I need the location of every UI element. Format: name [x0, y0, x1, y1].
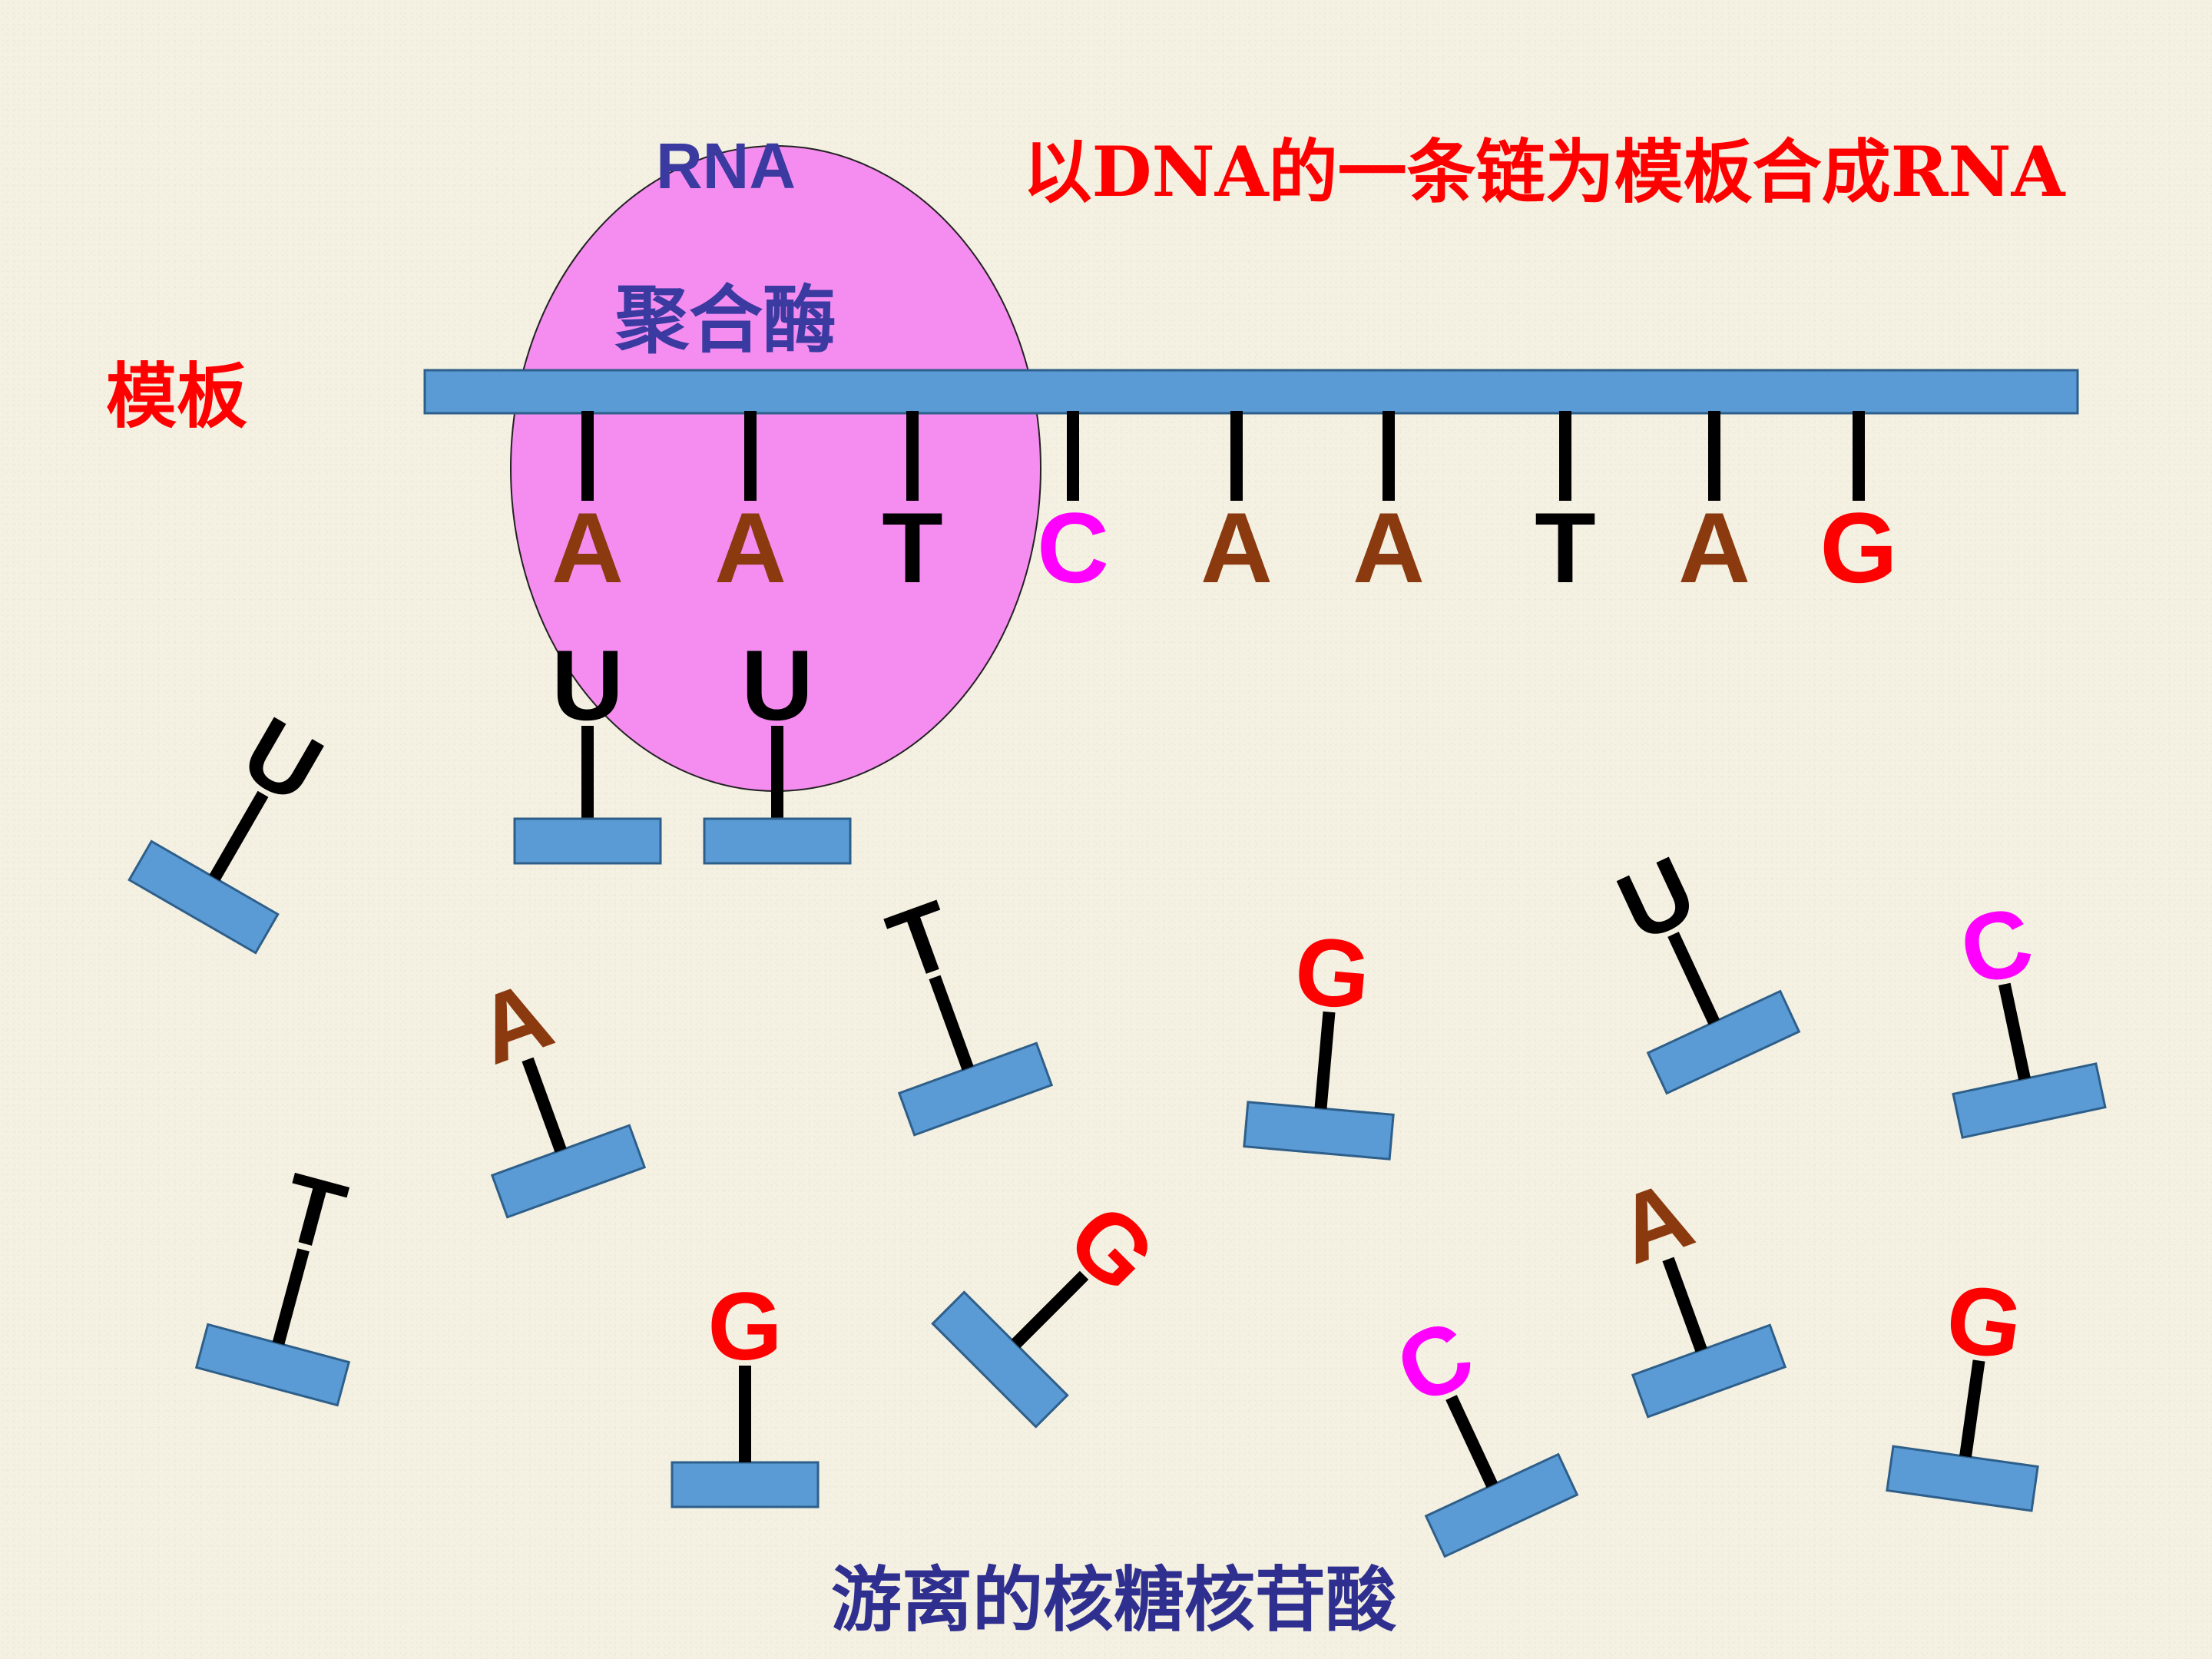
- free-base-stick: [522, 1057, 567, 1153]
- free-base-stick: [1998, 982, 2031, 1081]
- enzyme-label-polymerase: 聚合酶: [614, 276, 836, 363]
- free-nucleotide-u: U: [1603, 836, 1801, 1095]
- free-base-stick: [272, 1248, 310, 1346]
- free-sugar-block: [1646, 989, 1801, 1095]
- free-sugar-block: [490, 1124, 647, 1219]
- free-base-stick: [1959, 1359, 1985, 1458]
- template-base-t: T: [882, 492, 942, 604]
- free-nucleotide-c: C: [1381, 1300, 1579, 1558]
- free-sugar-block: [194, 1323, 351, 1407]
- free-base-letter: T: [271, 1153, 356, 1271]
- free-base-stick: [1445, 1395, 1498, 1488]
- free-sugar-block: [127, 839, 280, 955]
- free-base-stick: [1662, 1257, 1707, 1353]
- template-base-a: A: [551, 492, 624, 604]
- template-base-a: A: [1200, 492, 1273, 604]
- free-base-stick: [1667, 932, 1720, 1025]
- free-nucleotide-a: A: [464, 961, 647, 1219]
- rna-base-u: U: [741, 629, 813, 741]
- free-nucleotide-c: C: [1952, 887, 2107, 1139]
- free-base-letter: C: [1952, 887, 2041, 1006]
- enzyme-label-rna: RNA: [656, 130, 796, 202]
- free-base-letter: A: [464, 961, 565, 1084]
- template-base-a: A: [714, 492, 786, 604]
- free-nucleotide-g: G: [931, 1184, 1176, 1429]
- free-base-stick: [929, 975, 974, 1071]
- template-base-a: A: [1678, 492, 1750, 604]
- free-nucleotide-t: T: [194, 1153, 356, 1407]
- free-base-letter: C: [1381, 1300, 1489, 1426]
- free-sugar-block: [1631, 1323, 1787, 1419]
- free-sugar-block: [897, 1041, 1054, 1137]
- template-base-a: A: [1353, 492, 1425, 604]
- template-strand-backbone: [423, 369, 2079, 415]
- free-base-stick: [1011, 1270, 1089, 1349]
- free-sugar-block: [671, 1461, 820, 1508]
- free-sugar-block: [1243, 1101, 1395, 1161]
- free-base-letter: G: [707, 1273, 782, 1380]
- rna-sugar-block: [703, 817, 852, 865]
- free-base-letter: A: [1604, 1161, 1706, 1284]
- free-nucleotide-u: U: [127, 697, 339, 955]
- template-base-t: T: [1535, 492, 1595, 604]
- diagram-title: 以DNA的一条链为模板合成RNA: [1022, 131, 2065, 213]
- rna-base-u: U: [551, 629, 624, 741]
- free-base-letter: T: [876, 881, 967, 1002]
- free-nucleotide-g: G: [1243, 917, 1395, 1161]
- free-base-letter: U: [226, 697, 339, 824]
- free-base-stick: [209, 790, 269, 881]
- free-nucleotide-g: G: [671, 1273, 820, 1508]
- free-nucleotide-a: A: [1604, 1161, 1787, 1419]
- template-base-g: G: [1820, 492, 1897, 604]
- free-nucleotide-t: T: [876, 881, 1054, 1137]
- free-base-letter: U: [1603, 836, 1711, 962]
- free-base-letter: G: [1940, 1264, 2029, 1380]
- template-label: 模板: [106, 355, 247, 438]
- free-nucleotide-g: G: [1886, 1264, 2039, 1512]
- free-nucleotides-label: 游离的核糖核苷酸: [831, 1558, 1397, 1641]
- template-base-c: C: [1037, 492, 1109, 604]
- free-sugar-block: [1424, 1452, 1579, 1558]
- free-base-stick: [1314, 1011, 1336, 1109]
- rna-sugar-block: [513, 817, 662, 865]
- free-base-letter: G: [1290, 917, 1374, 1030]
